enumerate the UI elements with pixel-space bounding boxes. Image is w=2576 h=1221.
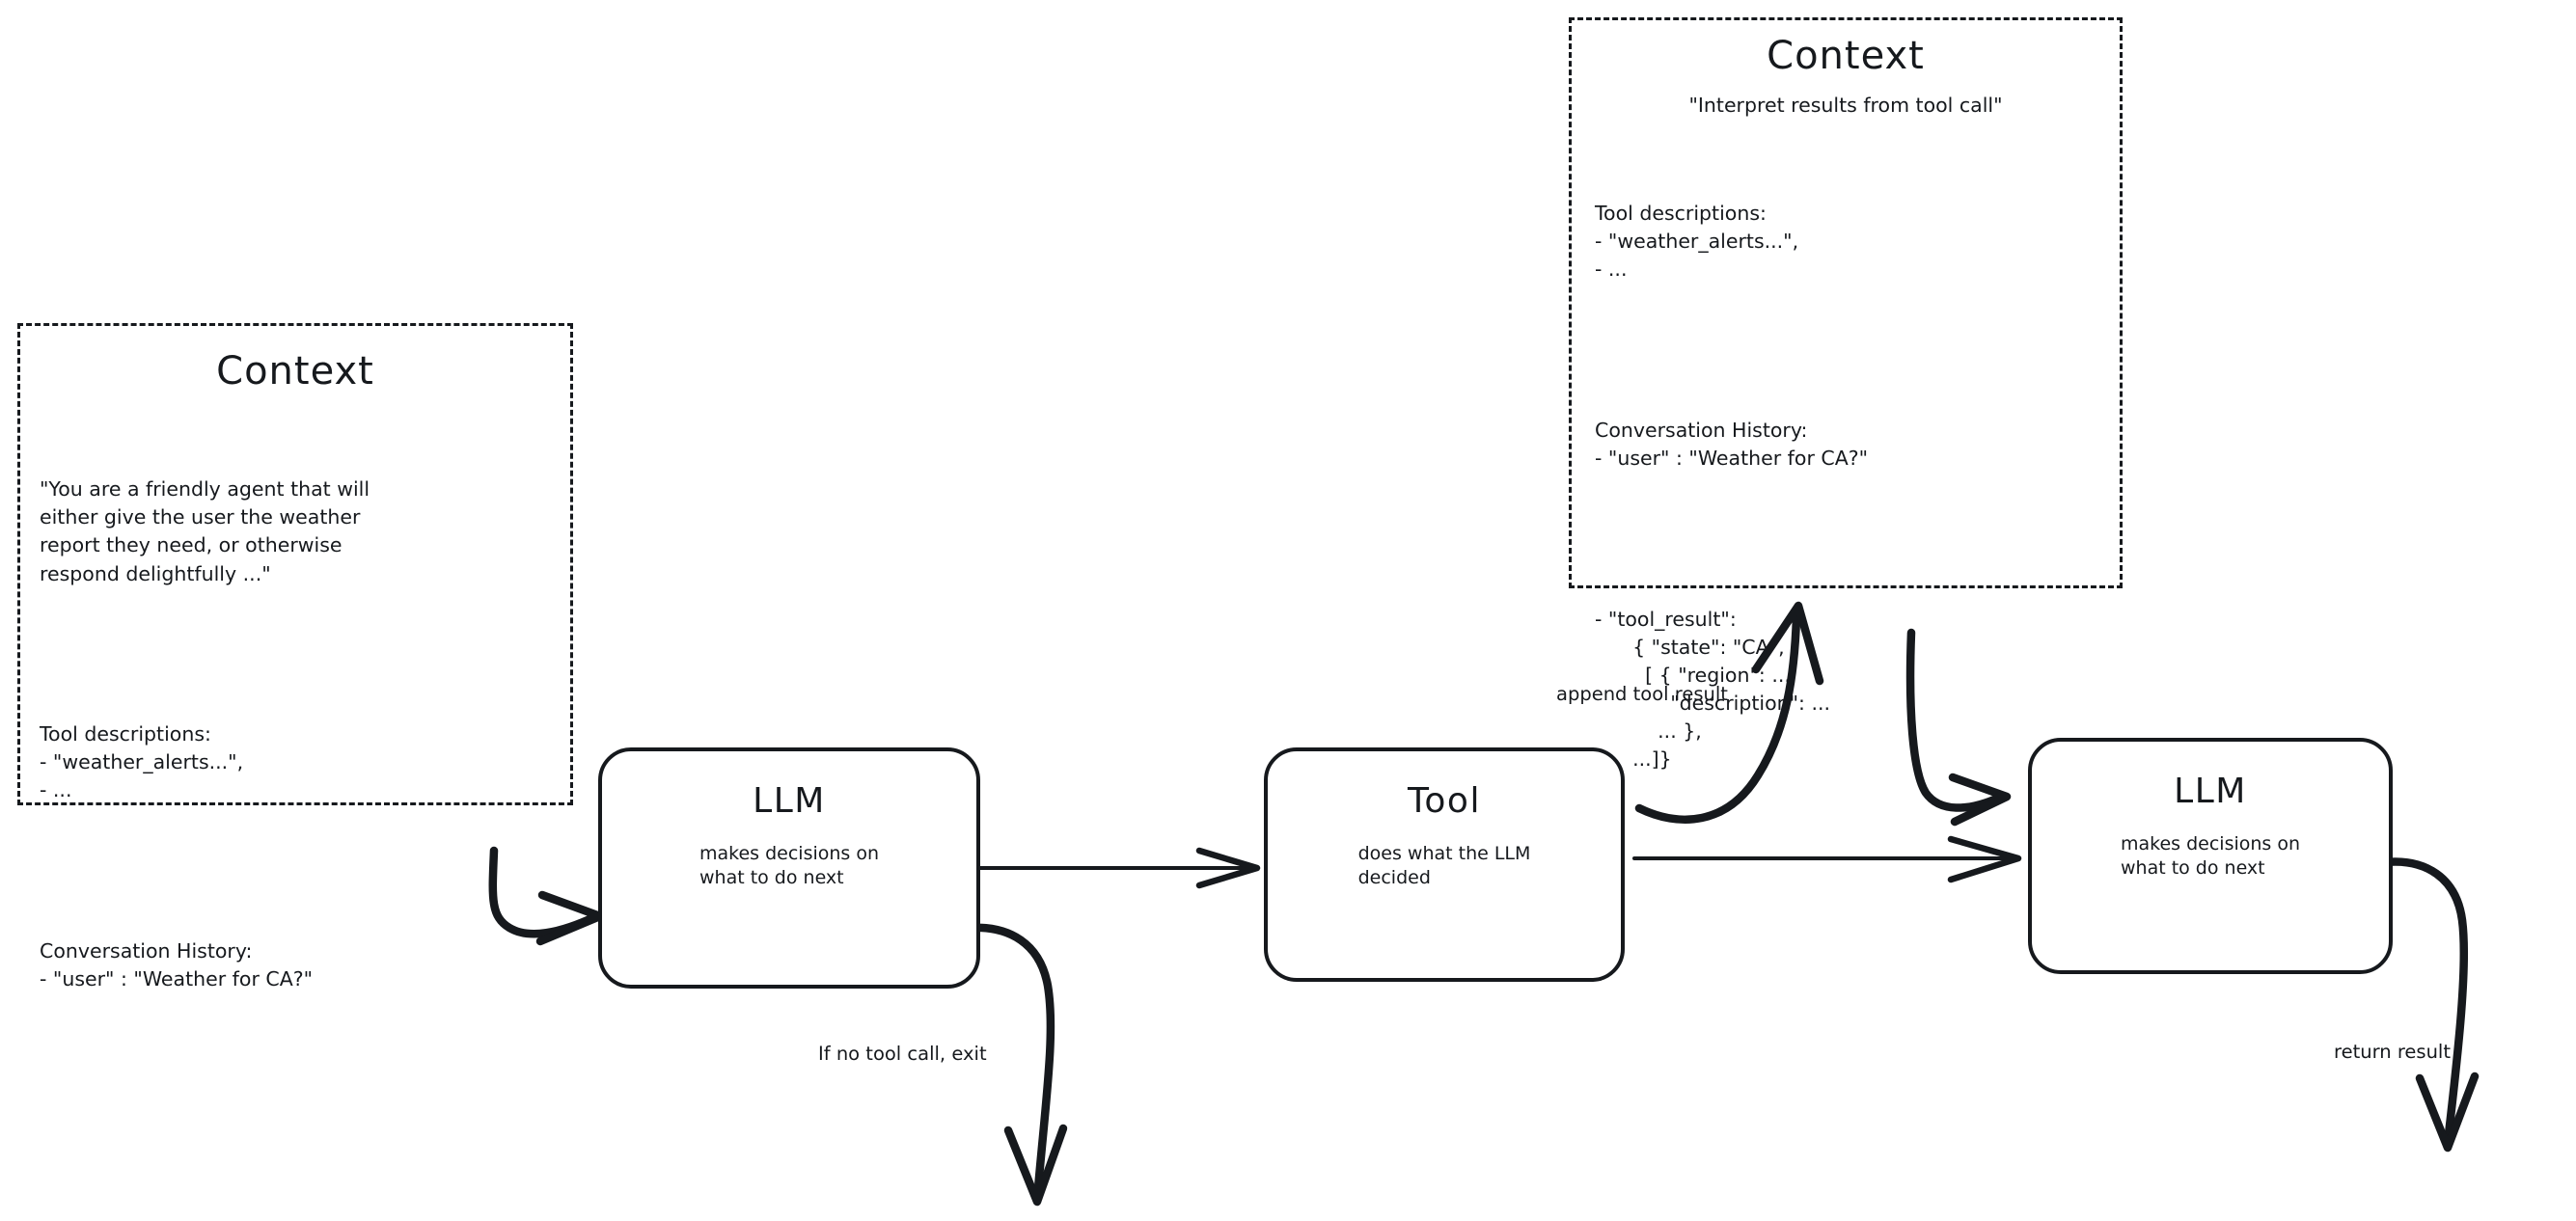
spacer (1595, 340, 2120, 361)
spacer (40, 861, 570, 882)
context-right-tool-result-line-5: ...]} (1595, 747, 1672, 772)
edge-label-return-result: return result (2334, 1041, 2451, 1063)
context-left-system-prompt: "You are a friendly agent that will eithe… (40, 475, 570, 587)
node-llm-first[interactable]: LLM makes decisions on what to do next (598, 747, 980, 989)
node-llm-second-subtitle: makes decisions on what to do next (2120, 833, 2301, 880)
context-right-tool-result-line-2: [ { "region": ... (1595, 663, 1791, 687)
context-left-tools-heading: Tool descriptions: (40, 722, 211, 746)
context-right-conversation-heading: Conversation History: (1595, 418, 1808, 442)
context-left-conversation-heading: Conversation History: (40, 938, 253, 963)
context-left-body: "You are a friendly agent that will eithe… (40, 420, 570, 1049)
context-right-tools-heading: Tool descriptions: (1595, 202, 1767, 226)
arrow-tool-to-llm2 (1632, 835, 2022, 883)
arrow-llm1-to-tool (978, 847, 1261, 889)
node-llm-second[interactable]: LLM makes decisions on what to do next (2028, 738, 2393, 974)
context-left-title: Context (216, 349, 374, 393)
edge-label-if-no-tool-call-exit: If no tool call, exit (818, 1043, 987, 1065)
context-right-tool-result-heading: - "tool_result": (1595, 607, 1737, 631)
context-left-tool-item-1: - "weather_alerts...", (40, 750, 244, 774)
context-left-prompt-line-2: either give the user the weather (40, 505, 361, 529)
spacer (1595, 529, 2120, 549)
context-left-conversation: Conversation History: - "user" : "Weather… (40, 937, 570, 993)
arrow-llm2-return-result (2380, 857, 2480, 1153)
spacer (40, 644, 570, 665)
context-left-prompt-line-4: respond delightfully ..." (40, 561, 271, 585)
context-right-lead: "Interpret results from tool call" (1688, 94, 2003, 117)
node-llm-first-title: LLM (753, 781, 826, 821)
context-right-tool-result-line-3: "description": ... (1595, 691, 1831, 715)
node-tool[interactable]: Tool does what the LLM decided (1264, 747, 1625, 982)
context-right-tool-result-line-4: ... }, (1595, 719, 1702, 744)
context-right-conversation: Conversation History: - "user" : "Weather… (1595, 417, 2120, 473)
context-left-prompt-line-1: "You are a friendly agent that will (40, 477, 370, 502)
context-left-tool-descriptions: Tool descriptions: - "weather_alerts...",… (40, 720, 570, 804)
context-right-tool-descriptions: Tool descriptions: - "weather_alerts...",… (1595, 200, 2120, 284)
context-panel-left: Context "You are a friendly agent that w… (17, 323, 573, 990)
context-right-title: Context (1767, 34, 1925, 78)
context-right-body: Tool descriptions: - "weather_alerts...",… (1595, 144, 2120, 830)
context-right-tool-item-1: - "weather_alerts...", (1595, 230, 1799, 254)
node-tool-subtitle: does what the LLM decided (1357, 843, 1531, 889)
context-right-tool-result: - "tool_result": { "state": "CA", [ { "r… (1595, 606, 2120, 774)
context-left-prompt-line-3: report they need, or otherwise (40, 533, 343, 557)
context-right-tool-result-line-1: { "state": "CA", (1595, 635, 1785, 659)
context-left-tool-item-2: - ... (40, 778, 72, 802)
context-panel-right: Context "Interpret results from tool cal… (1569, 17, 2123, 771)
edge-label-append-tool-result: append tool result (1556, 683, 1728, 705)
node-llm-second-title: LLM (2174, 772, 2247, 811)
node-tool-title: Tool (1408, 781, 1481, 821)
context-right-tool-item-2: - ... (1595, 258, 1628, 282)
node-llm-first-subtitle: makes decisions on what to do next (699, 843, 880, 889)
context-left-conversation-item-1: - "user" : "Weather for CA?" (40, 966, 314, 990)
context-right-conversation-item-1: - "user" : "Weather for CA?" (1595, 447, 1869, 471)
